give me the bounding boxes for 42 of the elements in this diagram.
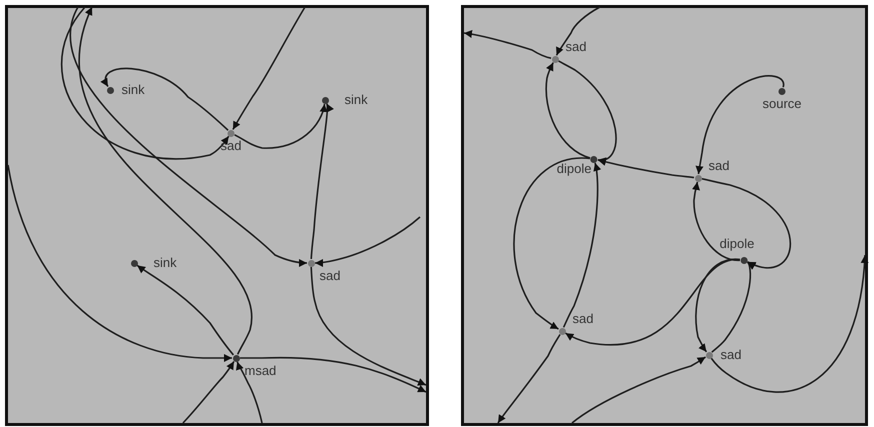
point-label: msad	[244, 364, 276, 378]
point-label: sad	[720, 348, 742, 362]
separatrix-arrow	[696, 75, 784, 174]
point-label: sad	[320, 268, 340, 282]
separatrix-arrow	[564, 258, 740, 346]
separatrix-arrow	[692, 182, 740, 262]
separatrix-arrow	[101, 68, 229, 131]
separatrix-arrow	[513, 158, 590, 330]
point-label: sad	[708, 158, 730, 172]
separatrix-arrow	[556, 6, 600, 56]
separatrix-arrow	[70, 6, 308, 267]
separatrix-arrow	[234, 104, 327, 149]
separatrix-arrow	[182, 361, 235, 424]
point-label: dipole	[720, 236, 754, 250]
separatrix-arrow	[711, 262, 756, 353]
separatrix-arrow	[545, 62, 590, 159]
separatrix-arrow	[562, 162, 601, 328]
point-label: sad	[572, 312, 594, 326]
point-label: source	[762, 96, 802, 110]
separatrix-arrow	[572, 356, 706, 424]
separatrix-arrow	[702, 178, 791, 269]
separatrix-arrow	[60, 6, 230, 160]
separatrix-arrow	[310, 103, 332, 260]
separatrix-arrow	[314, 216, 421, 267]
point-label: dipole	[556, 162, 592, 176]
separatrix-arrow	[7, 164, 232, 362]
separatrix-arrow	[464, 30, 552, 59]
separatrix-arrow	[497, 334, 561, 424]
separatrix-arrow	[558, 60, 617, 164]
separatrix-arrow	[240, 356, 426, 393]
separatrix-arrow	[710, 254, 868, 393]
separatrix-arrow	[136, 264, 234, 356]
separatrix-arrow	[236, 361, 263, 424]
separatrix-arrow	[80, 6, 252, 355]
separatrix-arrow	[695, 258, 740, 352]
point-label: sink	[344, 93, 368, 107]
separatrix-arrow	[232, 6, 306, 130]
point-label: sad	[566, 40, 586, 54]
separatrix-arrow	[598, 158, 694, 178]
separatrix-arrow	[310, 266, 426, 386]
point-label: sink	[122, 83, 145, 97]
point-label: sink	[154, 256, 177, 270]
